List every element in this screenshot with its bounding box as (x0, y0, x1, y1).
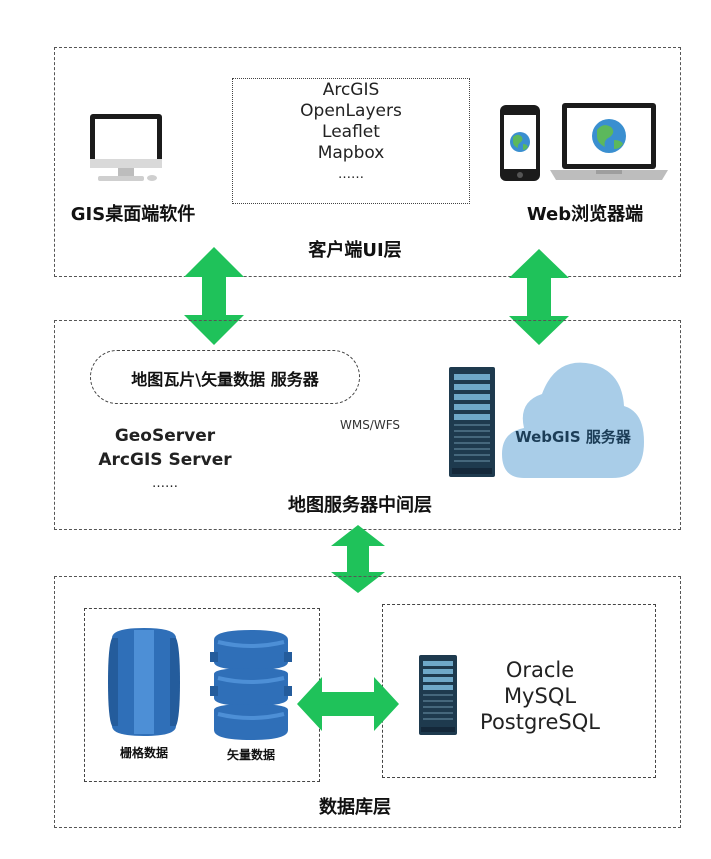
library-item-arcgis: ArcGIS (322, 80, 380, 100)
vector-data-cylinder-icon (210, 630, 292, 740)
library-item-openlayers: OpenLayers (300, 101, 402, 121)
map-tile-server-label: 地图瓦片\矢量数据 服务器 (131, 370, 319, 389)
laptop-icon (550, 103, 668, 180)
client-library-box (232, 78, 470, 204)
database-item-oracle: Oracle (505, 658, 575, 682)
middle-layer-title: 地图服务器中间层 (288, 495, 432, 516)
desktop-monitor-icon (90, 114, 162, 181)
storage-database-bidirectional-arrow-icon (297, 677, 399, 731)
right-bidirectional-arrow-icon (509, 249, 569, 345)
server-item-ellipsis: …… (152, 476, 178, 491)
vector-data-label: 矢量数据 (226, 748, 275, 762)
database-item-mysql: MySQL (503, 684, 577, 708)
middle-layer (54, 320, 681, 530)
client-library-list: ArcGIS OpenLayers Leaflet Mapbox …… (232, 80, 470, 185)
server-item-arcgis-server: ArcGIS Server (98, 450, 232, 470)
map-server-list: GeoServer ArcGIS Server …… (95, 424, 235, 496)
raster-data-label: 栅格数据 (119, 746, 168, 760)
webgis-cloud-icon (502, 362, 644, 478)
database-item-postgresql: PostgreSQL (480, 710, 600, 734)
library-item-leaflet: Leaflet (322, 122, 380, 142)
server-tower-icon (449, 367, 495, 477)
library-item-ellipsis: …… (338, 167, 364, 182)
library-item-mapbox: Mapbox (317, 143, 385, 163)
desktop-software-label: GIS桌面端软件 (70, 204, 196, 225)
map-tile-server-pill (90, 350, 360, 404)
client-layer-title: 客户端UI层 (308, 240, 402, 261)
wms-wfs-label: WMS/WFS (339, 418, 401, 432)
data-layer (54, 576, 681, 828)
server-item-geoserver: GeoServer (114, 426, 216, 446)
data-layer-title: 数据库层 (319, 797, 391, 818)
client-layer (54, 47, 681, 277)
web-browser-label: Web浏览器端 (526, 204, 644, 225)
database-list: Oracle MySQL PostgreSQL (470, 657, 610, 735)
mobile-phone-icon (500, 105, 540, 181)
database-server-icon (419, 655, 457, 735)
webgis-server-label: WebGIS 服务器 (515, 428, 631, 446)
raster-data-cylinder-icon (108, 628, 180, 736)
